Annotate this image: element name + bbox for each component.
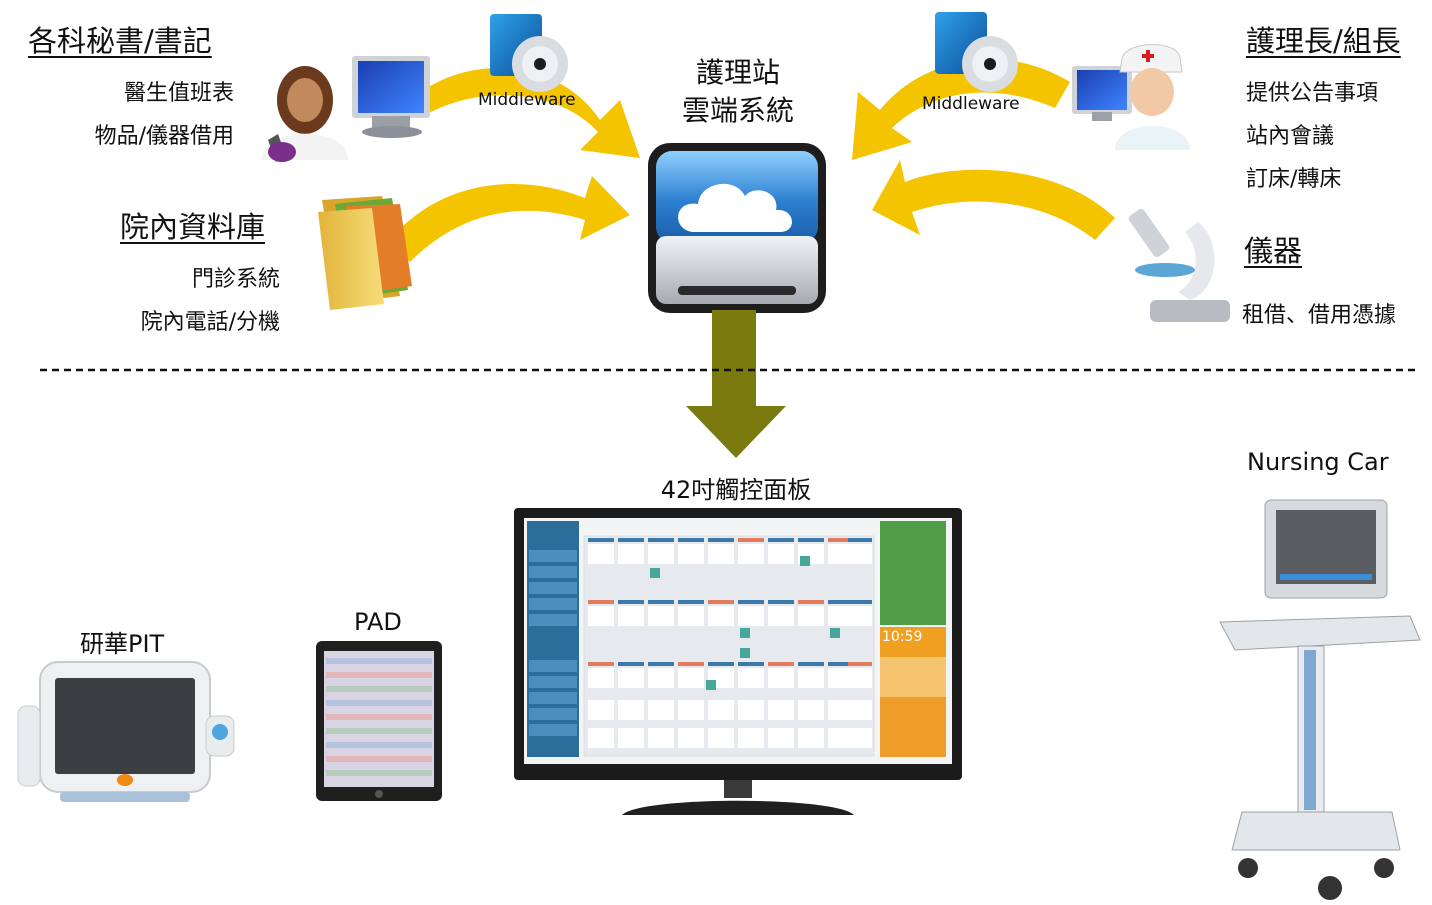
cloud-title-line-1: 護理站: [695, 56, 780, 89]
left-group-1-item-2: 物品/儀器借用: [94, 124, 234, 149]
panel-label: 42吋觸控面板: [660, 476, 812, 504]
right-group-2-heading: 儀器: [1244, 234, 1303, 268]
middleware-label-right: Middleware: [922, 94, 1020, 114]
right-group-1-item-2: 站內會議: [1246, 124, 1335, 149]
arrow-secretary-to-cloud: [410, 67, 640, 158]
right-group-1-item-1: 提供公告事項: [1246, 81, 1379, 106]
pad-label: PAD: [354, 608, 402, 636]
middleware-disk-icon-right: [935, 12, 1018, 92]
computer-monitor-icon: [352, 56, 430, 138]
arrow-cloud-to-devices: [686, 310, 786, 458]
left-group-2-item-2: 院內電話/分機: [140, 310, 280, 335]
left-group-1-heading: 各科秘書/書記: [28, 24, 212, 58]
right-group-1-heading: 護理長/組長: [1246, 24, 1401, 58]
pad-tablet-icon: [316, 641, 442, 801]
arrow-database-to-cloud: [390, 176, 630, 262]
middleware-label-left: Middleware: [478, 90, 576, 110]
cloud-server-icon: [648, 143, 826, 313]
nursing-cart-icon: [1219, 499, 1421, 900]
right-group-2-item-1: 租借、借用憑據: [1242, 303, 1397, 328]
middleware-disk-icon-left: [490, 14, 568, 92]
arrow-instrument-to-cloud: [872, 160, 1115, 240]
left-group-1-item-1: 醫生值班表: [123, 81, 234, 106]
pit-device-icon: [17, 661, 235, 802]
cloud-title-line-2: 雲端系統: [681, 94, 794, 127]
microscope-icon: [1128, 208, 1230, 322]
left-group-2-item-1: 門診系統: [191, 267, 280, 292]
left-group-2-heading: 院內資料庫: [120, 210, 266, 244]
touch-panel-tv-icon: [514, 508, 962, 815]
pit-label: 研華PIT: [80, 630, 165, 658]
arrow-headnurse-to-cloud: [852, 59, 1070, 160]
head-nurse-icon: [1115, 44, 1190, 150]
secretary-person-icon: [262, 66, 348, 162]
right-group-1-item-3: 訂床/轉床: [1246, 167, 1342, 192]
folder-database-icon: [318, 196, 412, 310]
panel-clock: 10:59: [882, 629, 923, 645]
computer-monitor-icon-right: [1072, 66, 1132, 121]
nursing-car-label: Nursing Car: [1247, 448, 1389, 476]
